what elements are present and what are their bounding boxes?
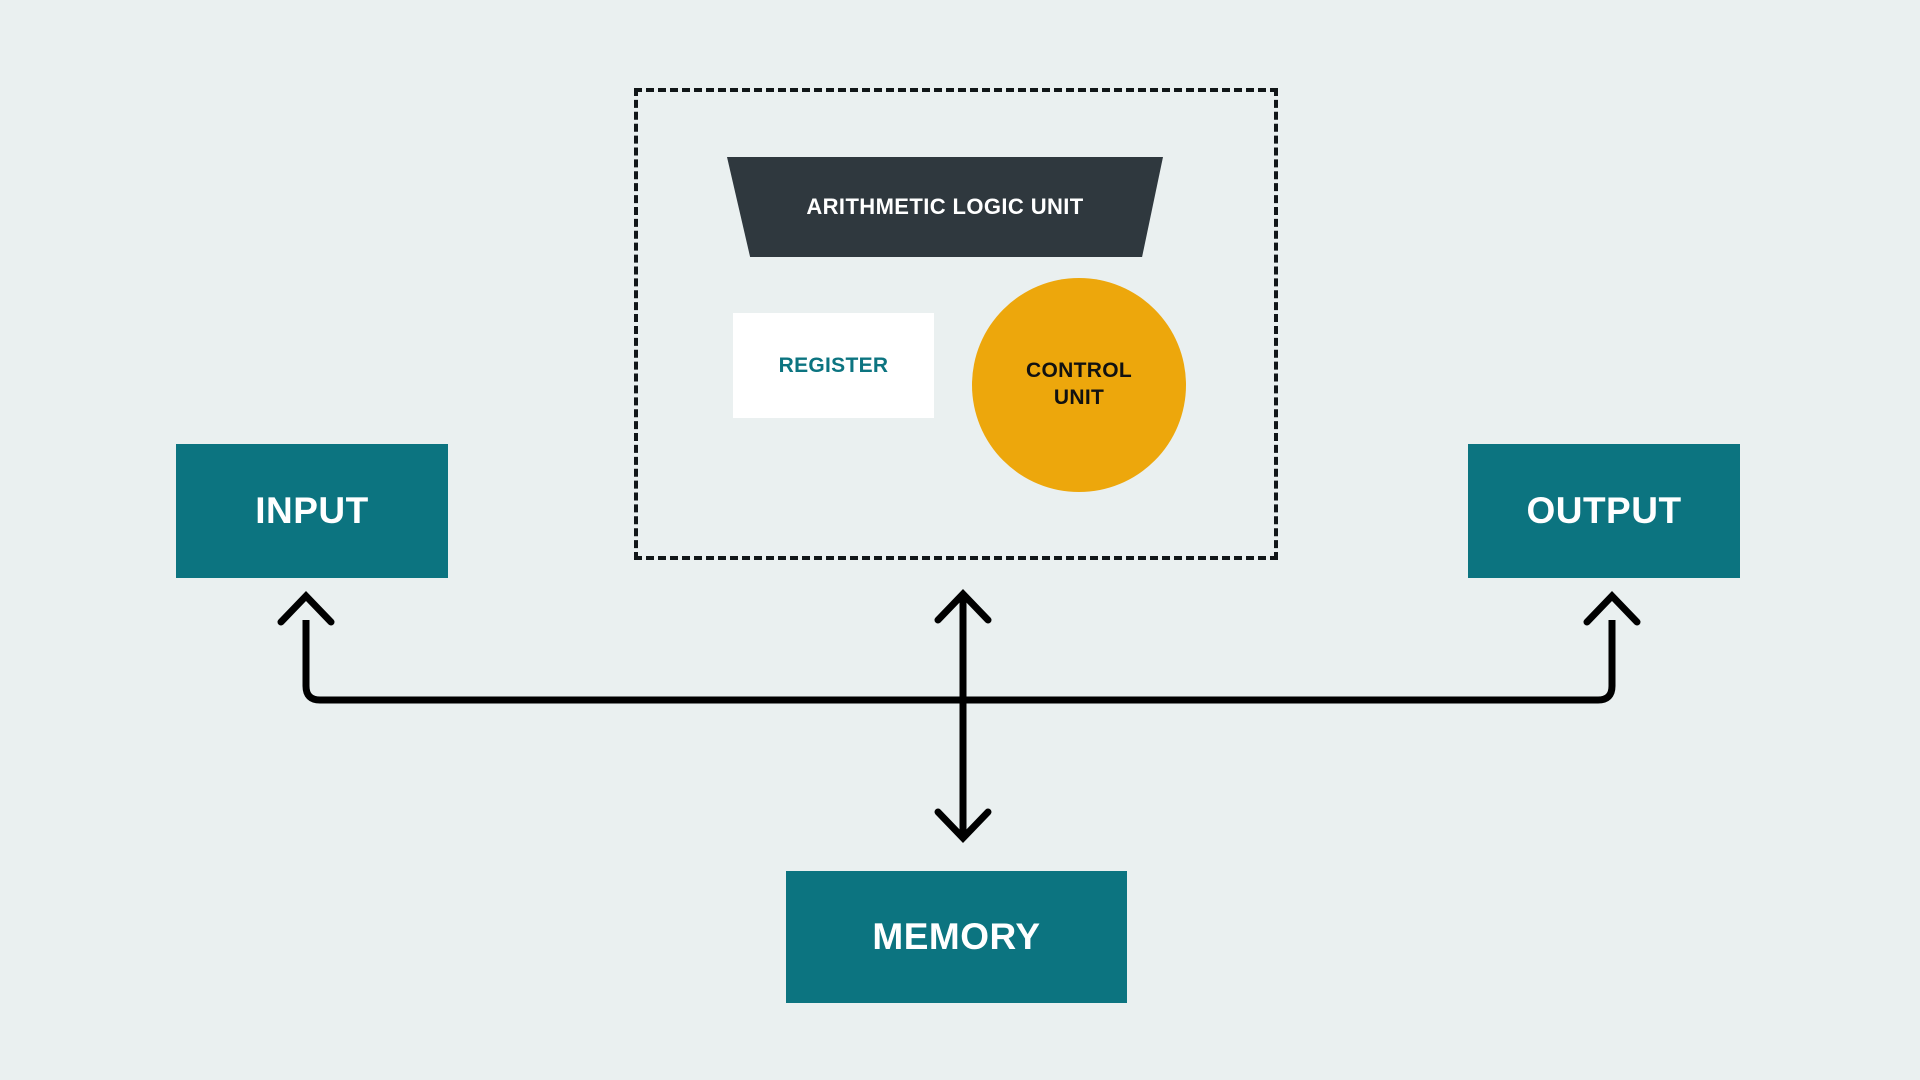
cpu-boundary — [634, 88, 1278, 560]
alu-block[interactable]: ARITHMETIC LOGIC UNIT — [727, 157, 1163, 257]
output-block[interactable]: OUTPUT — [1468, 444, 1740, 578]
input-arrowhead-icon — [277, 590, 335, 626]
output-label: OUTPUT — [1526, 490, 1682, 531]
register-label: REGISTER — [778, 353, 889, 377]
alu-trapezoid-shape — [727, 157, 1163, 257]
memory-bus-up-arrowhead-icon — [934, 588, 992, 624]
control-unit-label-line-2: UNIT — [1053, 386, 1105, 409]
system-bus-path — [302, 620, 1616, 704]
input-block[interactable]: INPUT — [176, 444, 448, 578]
memory-label: MEMORY — [872, 916, 1041, 957]
control-unit-label-line-1: CONTROL — [1026, 359, 1132, 383]
output-arrowhead-icon — [1583, 590, 1641, 626]
register-block[interactable]: REGISTER — [733, 313, 934, 418]
control-unit-block[interactable]: CONTROL UNIT — [972, 278, 1186, 492]
memory-block[interactable]: MEMORY — [786, 871, 1127, 1003]
alu-label: ARITHMETIC LOGIC UNIT — [806, 194, 1084, 219]
input-label: INPUT — [255, 490, 369, 531]
memory-bus-down-arrowhead-icon — [934, 808, 992, 844]
